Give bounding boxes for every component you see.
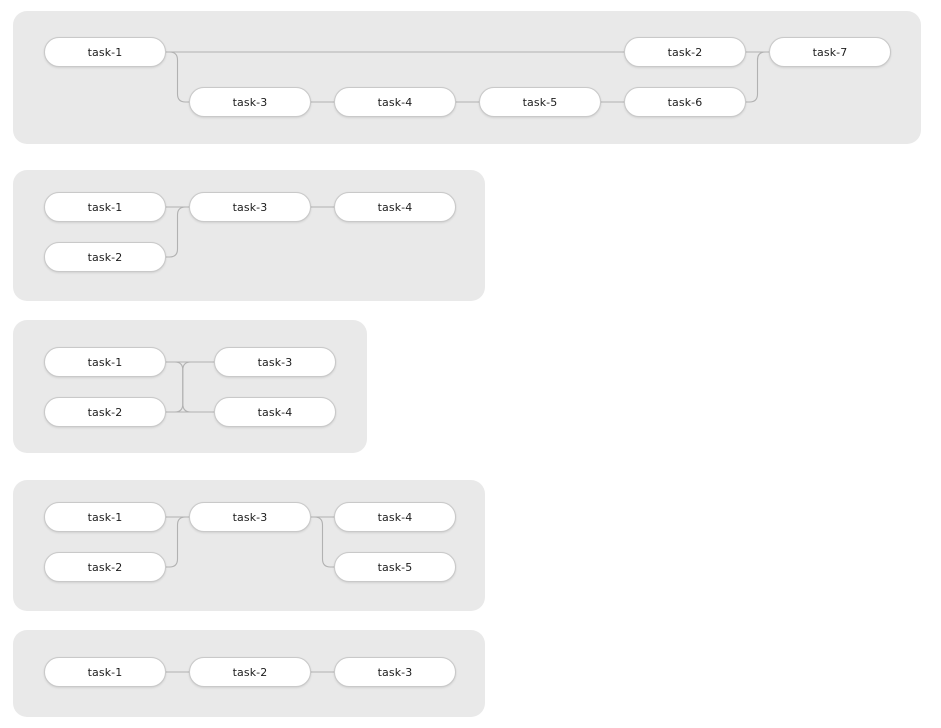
task-node-label: task-2 — [87, 405, 123, 419]
task-node-label: task-7 — [812, 45, 848, 59]
task-node-label: task-5 — [377, 560, 413, 574]
task-node-task-3[interactable]: task-3 — [214, 347, 336, 377]
task-node-task-4[interactable]: task-4 — [334, 502, 456, 532]
task-node-label: task-2 — [87, 250, 123, 264]
task-node-task-1[interactable]: task-1 — [44, 347, 166, 377]
task-node-label: task-4 — [377, 510, 413, 524]
task-node-task-4[interactable]: task-4 — [214, 397, 336, 427]
task-node-task-1[interactable]: task-1 — [44, 502, 166, 532]
task-node-task-4[interactable]: task-4 — [334, 192, 456, 222]
task-node-label: task-3 — [232, 200, 268, 214]
task-node-label: task-4 — [377, 200, 413, 214]
task-node-label: task-4 — [257, 405, 293, 419]
task-node-task-7[interactable]: task-7 — [769, 37, 891, 67]
task-node-task-3[interactable]: task-3 — [189, 87, 311, 117]
task-node-task-2[interactable]: task-2 — [44, 242, 166, 272]
graph-panel-2 — [13, 170, 485, 301]
task-node-task-1[interactable]: task-1 — [44, 37, 166, 67]
task-node-task-5[interactable]: task-5 — [479, 87, 601, 117]
task-node-label: task-4 — [377, 95, 413, 109]
task-node-label: task-3 — [232, 510, 268, 524]
task-node-task-3[interactable]: task-3 — [189, 192, 311, 222]
task-node-task-4[interactable]: task-4 — [334, 87, 456, 117]
graph-panel-1 — [13, 11, 921, 144]
task-node-label: task-6 — [667, 95, 703, 109]
task-node-label: task-1 — [87, 510, 123, 524]
task-node-task-3[interactable]: task-3 — [189, 502, 311, 532]
task-node-task-2[interactable]: task-2 — [624, 37, 746, 67]
task-node-task-5[interactable]: task-5 — [334, 552, 456, 582]
task-node-label: task-3 — [377, 665, 413, 679]
task-node-label: task-3 — [257, 355, 293, 369]
task-node-task-2[interactable]: task-2 — [44, 397, 166, 427]
task-node-label: task-1 — [87, 665, 123, 679]
task-node-label: task-2 — [667, 45, 703, 59]
task-node-label: task-1 — [87, 355, 123, 369]
graph-panel-3 — [13, 320, 367, 453]
task-node-label: task-2 — [87, 560, 123, 574]
task-node-task-2[interactable]: task-2 — [189, 657, 311, 687]
task-node-label: task-3 — [232, 95, 268, 109]
task-node-task-3[interactable]: task-3 — [334, 657, 456, 687]
task-node-task-1[interactable]: task-1 — [44, 192, 166, 222]
graph-panel-4 — [13, 480, 485, 611]
task-node-label: task-1 — [87, 200, 123, 214]
task-node-label: task-1 — [87, 45, 123, 59]
task-node-label: task-2 — [232, 665, 268, 679]
task-node-task-6[interactable]: task-6 — [624, 87, 746, 117]
task-node-label: task-5 — [522, 95, 558, 109]
task-node-task-1[interactable]: task-1 — [44, 657, 166, 687]
task-node-task-2[interactable]: task-2 — [44, 552, 166, 582]
